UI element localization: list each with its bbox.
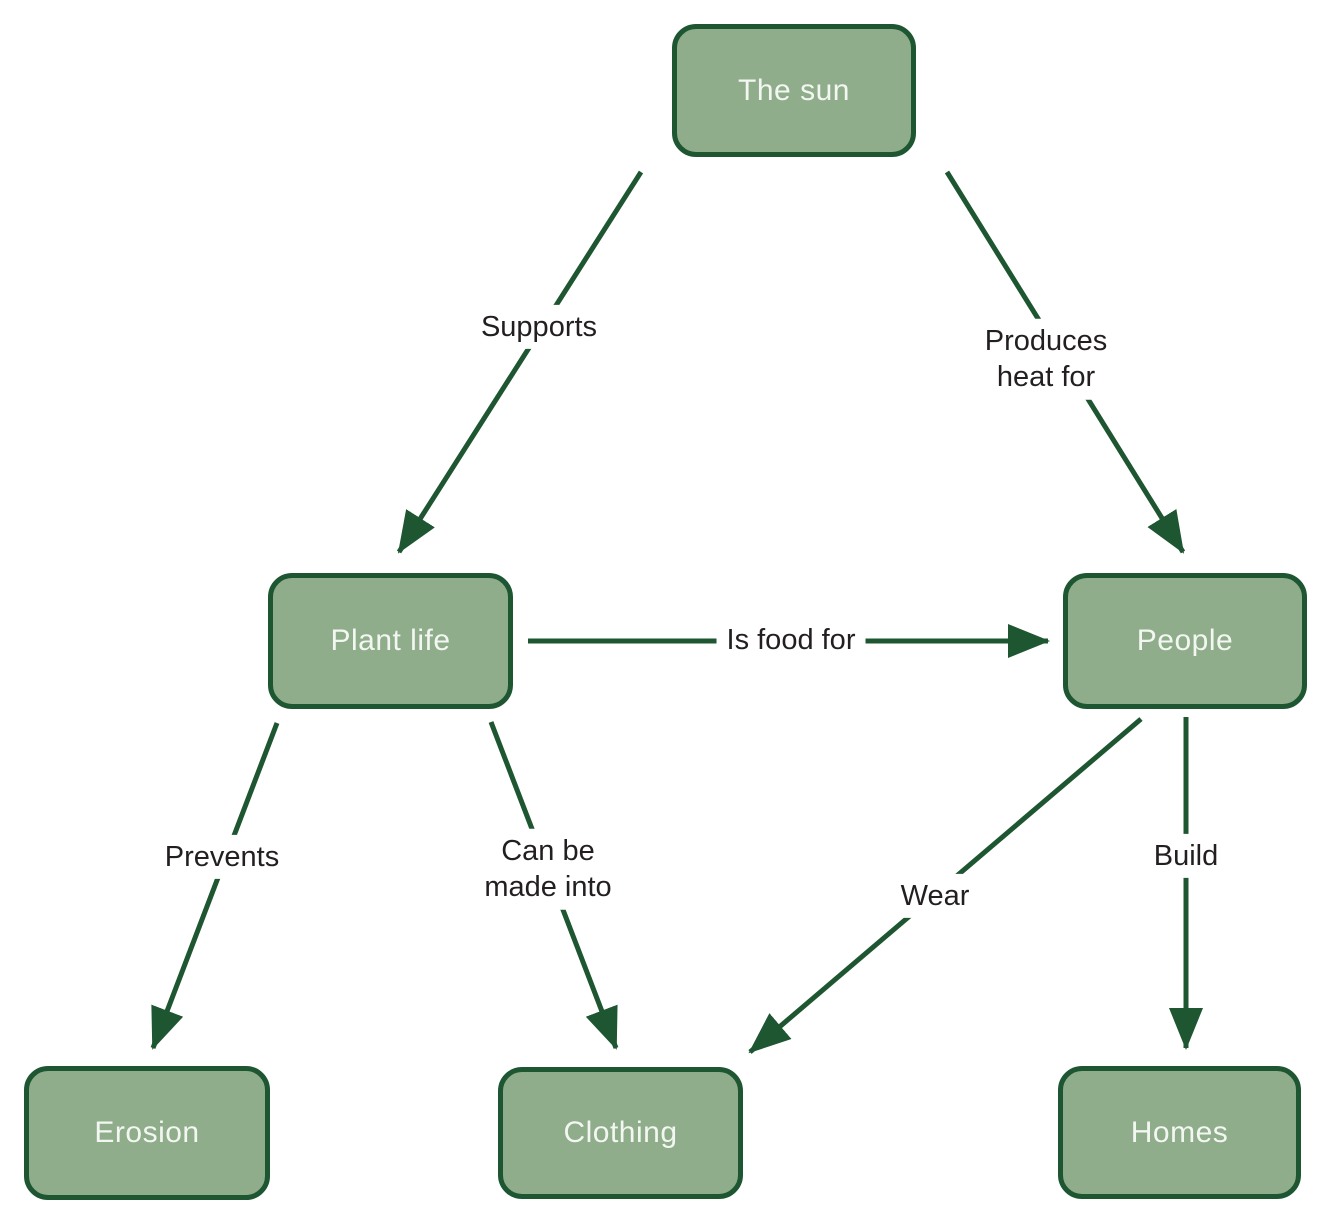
node-plant-life: Plant life [268,573,513,709]
edge-plant-life-to-erosion [150,722,280,1050]
edge-sun-to-plant-life [396,170,644,554]
node-clothing-label: Clothing [563,1116,678,1149]
edge-label-can-be-made-into: Can be made into [463,828,633,910]
edge-label-produces-heat-for: Produces heat for [961,318,1131,400]
node-plant-life-label: Plant life [330,624,451,657]
node-the-sun: The sun [672,24,916,157]
node-people: People [1063,573,1307,709]
edge-label-prevents: Prevents [154,834,290,880]
edge-label-supports: Supports [470,304,608,350]
node-people-label: People [1136,624,1234,657]
node-the-sun-label: The sun [738,73,850,107]
node-erosion-label: Erosion [94,1116,200,1149]
node-clothing: Clothing [498,1067,743,1199]
edge-label-is-food-for: Is food for [716,617,866,663]
edge-label-wear: Wear [890,873,980,919]
node-homes: Homes [1058,1066,1301,1199]
node-erosion: Erosion [24,1066,270,1200]
node-homes-label: Homes [1130,1115,1229,1149]
edge-label-build: Build [1143,833,1229,879]
